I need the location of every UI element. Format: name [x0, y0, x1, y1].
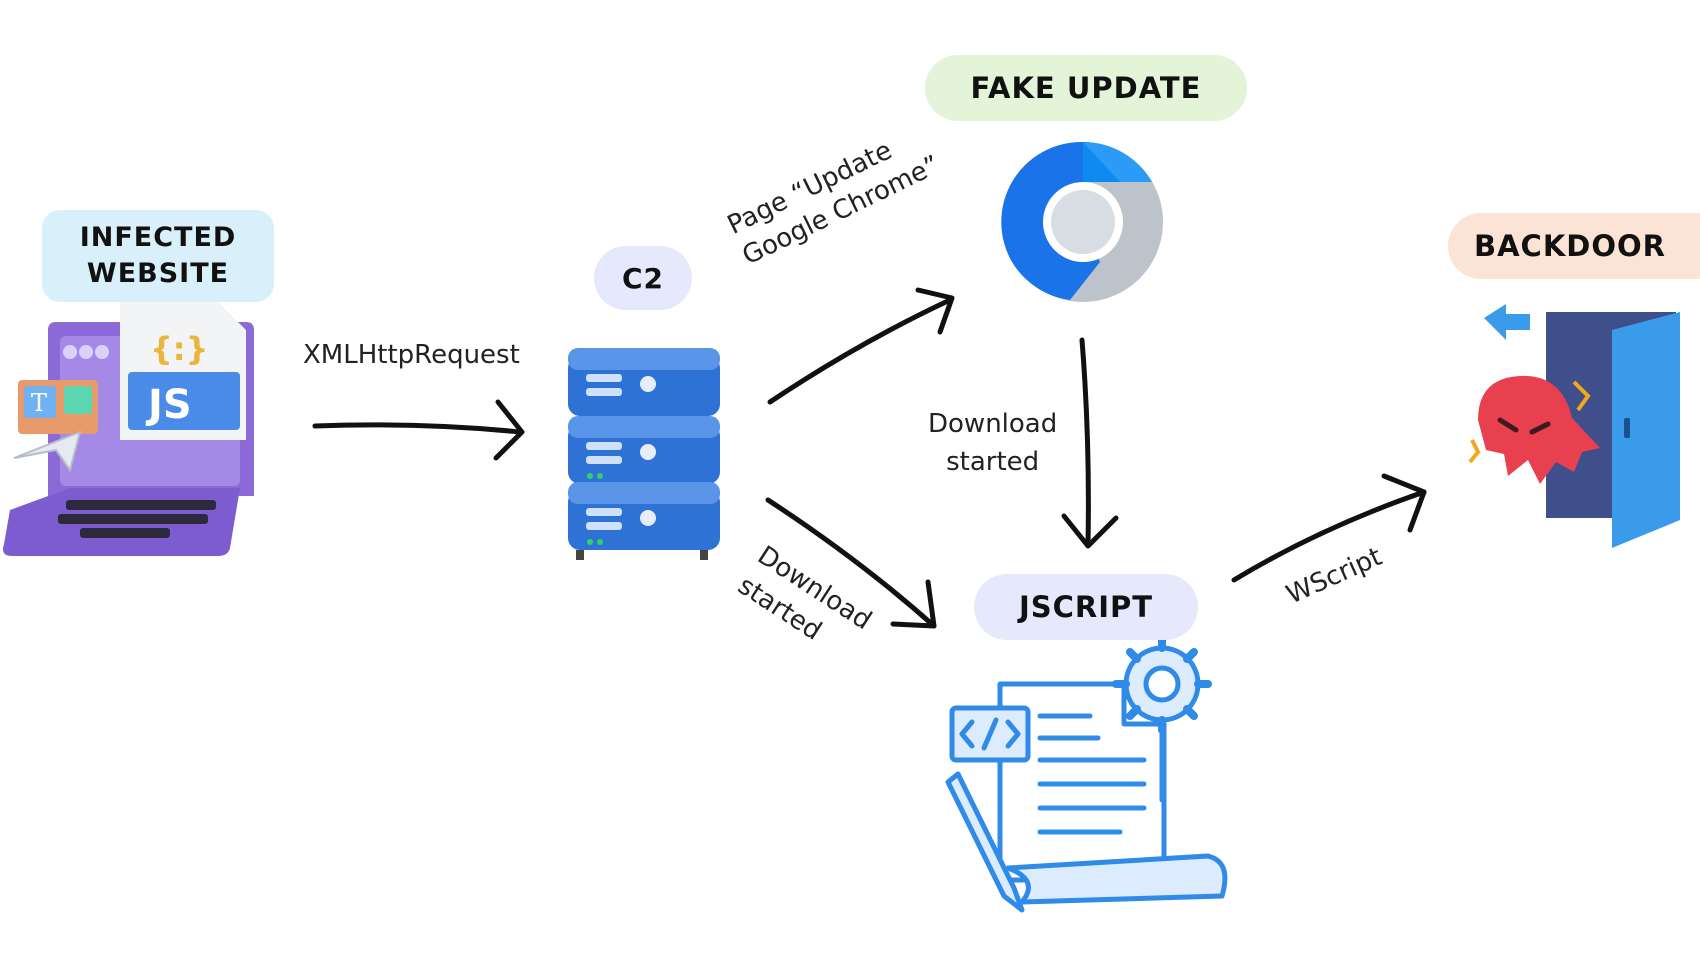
arrow-download-left [765, 497, 937, 629]
infected-website-pill: INFECTED WEBSITE [42, 210, 274, 302]
infected-website-line2: WEBSITE [86, 258, 230, 289]
svg-text:T: T [31, 389, 47, 417]
edge-label-download-right-line1: Download [928, 409, 1058, 439]
laptop-js-icon: {:} JS T [3, 302, 254, 556]
arrow-page-update [767, 287, 955, 405]
chrome-browser-icon [1001, 141, 1163, 302]
ghost-door-icon [1468, 304, 1680, 548]
fake-update-label: FAKE UPDATE [970, 71, 1202, 105]
fake-update-pill: FAKE UPDATE [925, 55, 1247, 121]
edge-label-xmlhttprequest: XMLHttpRequest [303, 340, 520, 370]
arrow-xmlhttprequest [312, 399, 525, 461]
svg-text:JS: JS [145, 382, 192, 428]
edge-label-download-right: Download started [928, 405, 1057, 481]
jscript-label: JSCRIPT [1018, 590, 1154, 624]
c2-pill: C2 [594, 246, 692, 310]
jscript-pill: JSCRIPT [974, 574, 1198, 640]
infected-website-line1: INFECTED [79, 222, 237, 253]
arrow-wscript [1231, 473, 1427, 583]
edge-label-download-right-line2: started [946, 447, 1040, 477]
c2-label: C2 [621, 261, 665, 295]
arrow-download-right [1061, 337, 1119, 549]
script-document-gear-icon [945, 634, 1228, 913]
backdoor-pill: BACKDOOR [1448, 213, 1700, 279]
backdoor-label: BACKDOOR [1474, 229, 1667, 263]
svg-text:{:}: {:} [150, 330, 208, 368]
server-rack-icon [568, 348, 720, 560]
